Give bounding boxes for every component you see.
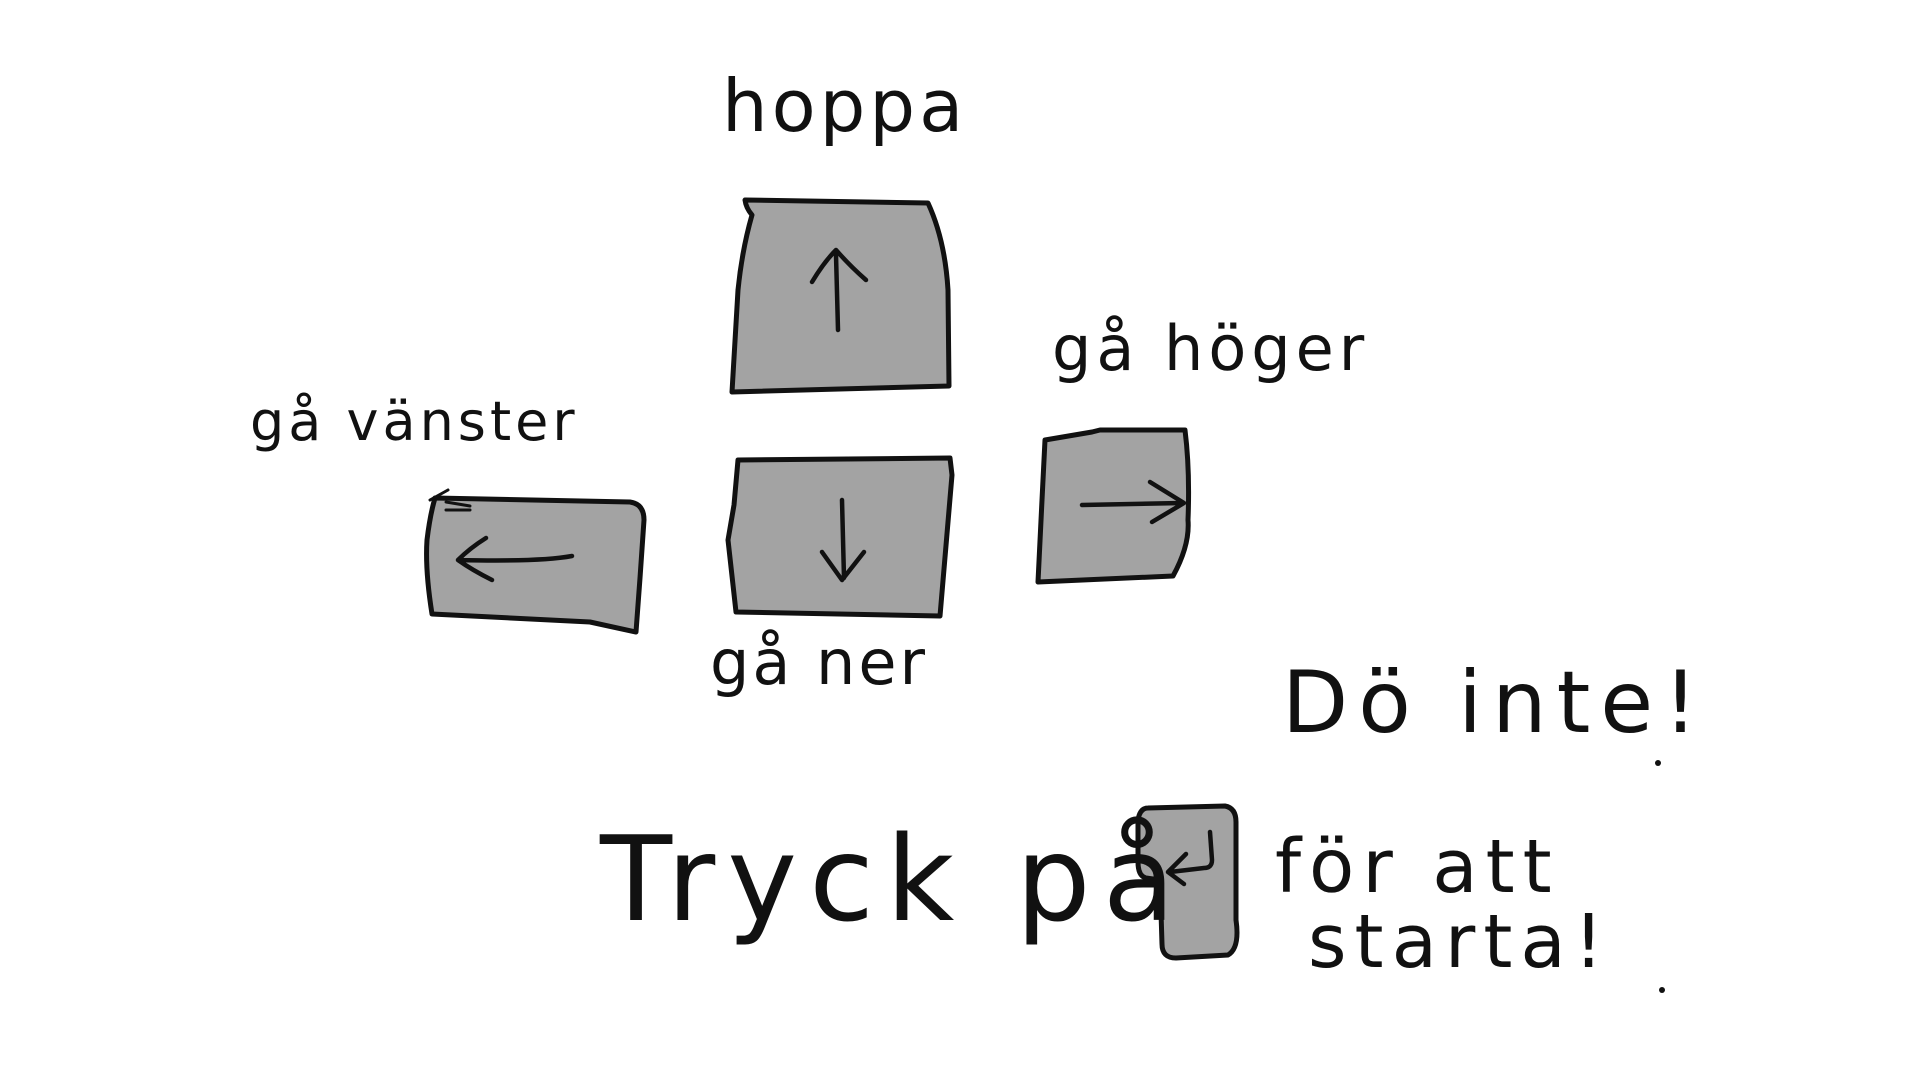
jump-label: hoppa (722, 64, 968, 148)
up-arrow-key (729, 197, 952, 395)
move-left-label: gå vänster (250, 390, 579, 453)
move-right-label: gå höger (1052, 312, 1370, 385)
right-arrow-key (1035, 427, 1192, 585)
down-arrow-key (725, 455, 955, 619)
enter-key-icon (1165, 829, 1215, 887)
start-prompt-before-key: Tryck på (600, 810, 1188, 948)
start-prompt-after-key-line2: starta! (1308, 899, 1612, 985)
arrow-right-icon (1079, 479, 1187, 525)
move-down-label: gå ner (710, 626, 928, 699)
arrow-left-icon (455, 535, 575, 583)
arrow-up-icon (809, 247, 869, 333)
arrow-down-icon (819, 497, 867, 583)
start-mark-dot (1659, 987, 1665, 993)
left-arrow-key (424, 488, 647, 635)
enter-key (1135, 803, 1240, 961)
start-prompt-after-key-line1: för att (1275, 824, 1560, 910)
warning-text: Dö inte! (1282, 653, 1708, 753)
warning-mark-dot (1655, 760, 1661, 766)
